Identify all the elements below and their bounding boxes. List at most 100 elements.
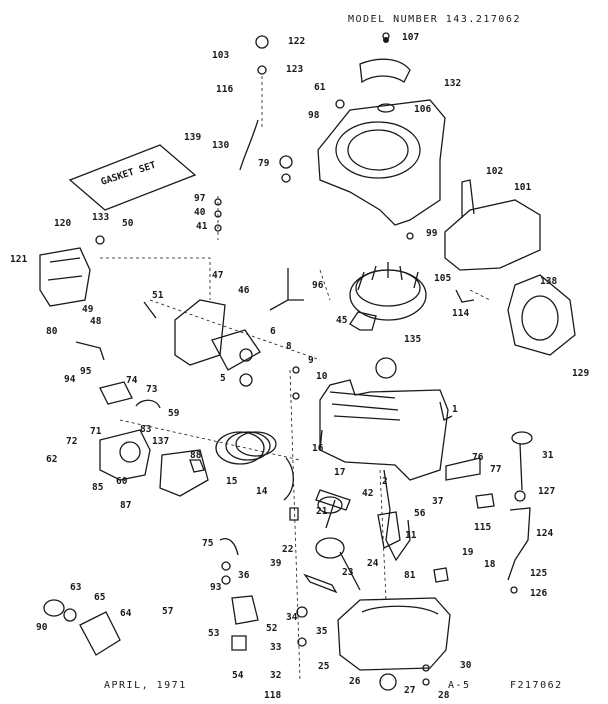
callout-121: 121 — [10, 254, 27, 265]
callout-2: 2 — [382, 476, 388, 487]
callout-77: 77 — [490, 464, 501, 475]
callout-94: 94 — [64, 374, 76, 385]
callout-74: 74 — [126, 375, 138, 386]
callout-48: 48 — [90, 316, 102, 327]
callout-52: 52 — [266, 623, 277, 634]
callout-22: 22 — [282, 544, 293, 555]
callout-103: 103 — [212, 50, 229, 61]
callout-21: 21 — [316, 506, 328, 517]
callout-54: 54 — [232, 670, 244, 681]
callout-98: 98 — [308, 110, 320, 121]
crankshaft — [377, 469, 411, 562]
callout-129: 129 — [572, 368, 589, 379]
callout-8: 8 — [286, 341, 292, 352]
breather-assembly — [174, 299, 261, 371]
fuel-tank — [444, 179, 541, 271]
callout-53: 53 — [208, 628, 220, 639]
callout-6: 6 — [270, 326, 276, 337]
callout-80: 80 — [46, 326, 58, 337]
callout-31: 31 — [542, 450, 554, 461]
callout-85: 85 — [92, 482, 104, 493]
fuel-pump — [43, 599, 121, 656]
callout-122: 122 — [288, 36, 305, 47]
callout-17: 17 — [334, 467, 345, 478]
callout-124: 124 — [536, 528, 553, 539]
callout-24: 24 — [367, 558, 379, 569]
recoil-starter — [507, 274, 576, 356]
callout-37: 37 — [432, 496, 443, 507]
callout-36: 36 — [238, 570, 250, 581]
callout-9: 9 — [308, 355, 314, 366]
callout-133: 133 — [92, 212, 109, 223]
piston — [303, 489, 351, 594]
callout-18: 18 — [484, 559, 496, 570]
callout-25: 25 — [318, 661, 330, 672]
callout-19: 19 — [462, 547, 474, 558]
callout-41: 41 — [196, 221, 208, 232]
callout-62: 62 — [46, 454, 57, 465]
callout-65: 65 — [94, 592, 106, 603]
callout-120: 120 — [54, 218, 71, 229]
callout-10: 10 — [316, 371, 328, 382]
callout-83: 83 — [140, 424, 152, 435]
callout-95: 95 — [80, 366, 92, 377]
governor-rod — [269, 268, 304, 311]
page-label: A-5 — [448, 680, 471, 691]
callout-96: 96 — [312, 280, 324, 291]
callout-76: 76 — [472, 452, 484, 463]
callout-102: 102 — [486, 166, 503, 177]
callout-132: 132 — [444, 78, 461, 89]
callout-125: 125 — [530, 568, 547, 579]
callout-90: 90 — [36, 622, 48, 633]
callout-75: 75 — [202, 538, 214, 549]
callout-50: 50 — [122, 218, 134, 229]
gasket-set-label: GASKET SET — [100, 160, 158, 188]
dipstick — [507, 431, 533, 581]
flywheel — [349, 262, 427, 321]
callout-39: 39 — [270, 558, 282, 569]
connecting-rod — [315, 496, 361, 591]
rotating-screen — [359, 32, 411, 113]
callout-88: 88 — [190, 450, 202, 461]
small-parts — [75, 35, 526, 691]
callout-105: 105 — [434, 273, 451, 284]
callout-115: 115 — [474, 522, 491, 533]
callout-118: 118 — [264, 690, 281, 701]
callout-99: 99 — [426, 228, 438, 239]
model-number: MODEL NUMBER 143.217062 — [348, 14, 521, 25]
callout-1: 1 — [452, 404, 458, 415]
callout-138: 138 — [540, 276, 557, 287]
callout-127: 127 — [538, 486, 555, 497]
callout-15: 15 — [226, 476, 238, 487]
reference-code: F217062 — [510, 680, 563, 691]
callout-32: 32 — [270, 670, 281, 681]
callout-79: 79 — [258, 158, 270, 169]
callout-137: 137 — [152, 436, 169, 447]
callout-28: 28 — [438, 690, 450, 701]
callout-35: 35 — [316, 626, 328, 637]
callout-71: 71 — [90, 426, 102, 437]
callout-34: 34 — [286, 612, 298, 623]
callout-63: 63 — [70, 582, 82, 593]
callout-51: 51 — [152, 290, 164, 301]
crankcase-cover — [337, 597, 451, 671]
air-filter — [215, 431, 277, 465]
callout-49: 49 — [82, 304, 94, 315]
muffler — [39, 247, 91, 307]
callout-64: 64 — [120, 608, 132, 619]
callout-59: 59 — [168, 408, 180, 419]
callout-42: 42 — [362, 488, 373, 499]
callout-123: 123 — [286, 64, 303, 75]
callout-135: 135 — [404, 334, 421, 345]
callout-130: 130 — [212, 140, 229, 151]
callout-73: 73 — [146, 384, 158, 395]
callout-30: 30 — [460, 660, 472, 671]
callout-11: 11 — [405, 530, 417, 541]
callout-5: 5 — [220, 373, 226, 384]
callout-40: 40 — [194, 207, 206, 218]
cylinder-block — [319, 379, 449, 481]
callout-27: 27 — [404, 685, 415, 696]
callout-61: 61 — [314, 82, 326, 93]
callout-93: 93 — [210, 582, 222, 593]
